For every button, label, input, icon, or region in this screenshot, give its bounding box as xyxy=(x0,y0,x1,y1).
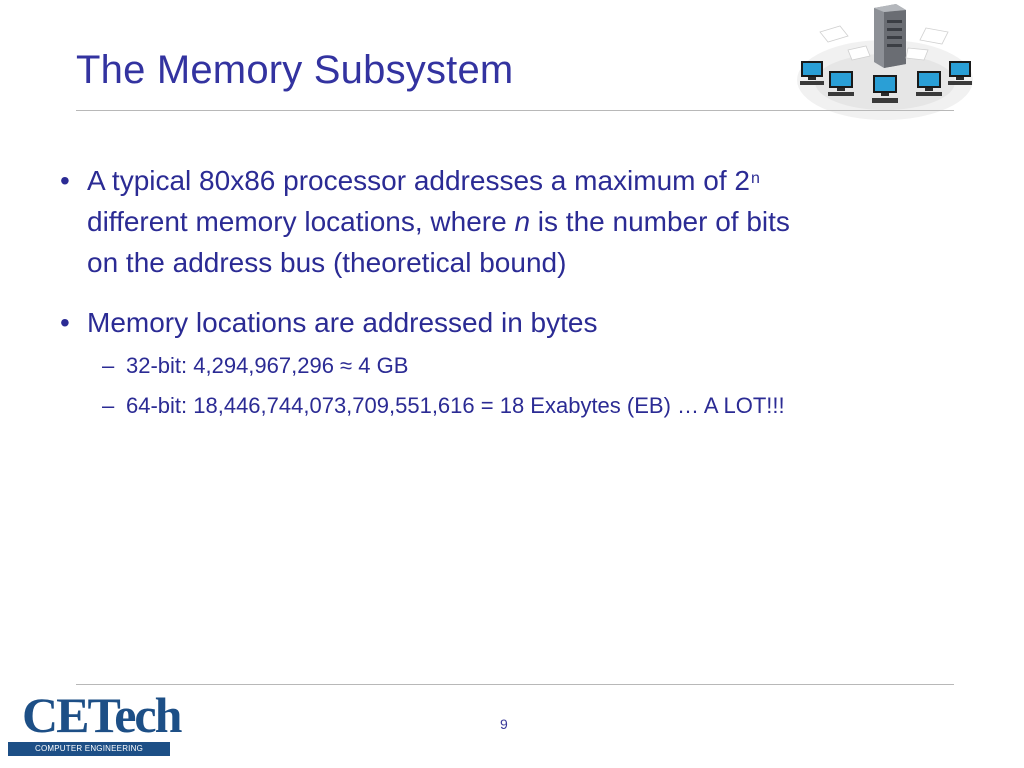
superscript-exponent: n xyxy=(750,170,760,187)
sub-bullet-text: 64-bit: 18,446,744,073,709,551,616 = 18 … xyxy=(126,393,785,418)
italic-variable: n xyxy=(514,206,531,237)
bullet-text: A typical 80x86 processor addresses a ma… xyxy=(87,165,750,196)
slide-body: • A typical 80x86 processor addresses a … xyxy=(60,160,960,431)
sub-bullet-item: – 64-bit: 18,446,744,073,709,551,616 = 1… xyxy=(60,391,960,420)
bullet-marker: • xyxy=(60,307,70,338)
sub-bullet-text: 32-bit: 4,294,967,296 ≈ 4 GB xyxy=(126,353,409,378)
bullet-item: • Memory locations are addressed in byte… xyxy=(60,302,960,343)
sub-bullet-marker: – xyxy=(102,393,115,418)
logo-tagline: COMPUTER ENGINEERING TECHNOLOGY xyxy=(34,744,143,765)
bullet-text: different memory locations, where xyxy=(87,206,515,237)
footer-divider xyxy=(76,684,954,685)
page-number: 9 xyxy=(500,716,508,732)
bullet-text: is the number of bits xyxy=(530,206,790,237)
sub-bullet-marker: – xyxy=(102,353,115,378)
bullet-text: on the address bus (theoretical bound) xyxy=(87,247,567,278)
slide-title: The Memory Subsystem xyxy=(76,48,514,92)
logo-mark: CETech xyxy=(22,687,182,743)
network-server-icon xyxy=(797,4,973,120)
sub-bullet-item: – 32-bit: 4,294,967,296 ≈ 4 GB xyxy=(60,351,960,380)
title-divider xyxy=(76,110,954,111)
bullet-marker: • xyxy=(60,165,70,196)
bullet-item: • A typical 80x86 processor addresses a … xyxy=(60,160,960,283)
cetech-logo: CETech COMPUTER ENGINEERING TECHNOLOGY xyxy=(8,690,182,765)
bullet-text: Memory locations are addressed in bytes xyxy=(87,307,598,338)
logo-strip xyxy=(8,742,170,756)
